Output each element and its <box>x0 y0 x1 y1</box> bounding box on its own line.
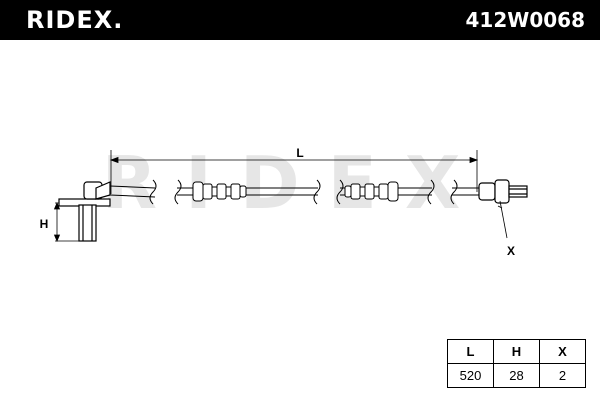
dimension-l <box>109 150 479 194</box>
part-number: 412W0068 <box>465 8 585 32</box>
spec-value-x: 2 <box>539 363 586 388</box>
cable-clip-2 <box>344 181 399 202</box>
sensor-head <box>58 181 111 242</box>
spec-table: L H X 520 28 2 <box>447 339 586 388</box>
connector <box>478 179 528 204</box>
spec-header-h: H <box>493 339 540 364</box>
spec-value-l: 520 <box>447 363 494 388</box>
header-bar: RIDEX. 412W0068 <box>0 0 600 40</box>
cable-break-marks <box>149 179 458 205</box>
spec-table-header-row: L H X <box>447 339 586 364</box>
callout-x-leader <box>497 200 508 239</box>
spec-table-value-row: 520 28 2 <box>447 363 586 388</box>
sensor-diagram: RIDEX L H <box>40 141 528 258</box>
spec-value-h: 28 <box>493 363 540 388</box>
spec-header-l: L <box>447 339 494 364</box>
callout-x-label: X <box>507 244 515 258</box>
dimension-l-label: L <box>296 146 303 160</box>
dimension-h-label: H <box>40 217 49 231</box>
watermark: RIDEX <box>102 141 489 225</box>
brand-logo: RIDEX. <box>26 6 124 34</box>
spec-header-x: X <box>539 339 586 364</box>
cable-clip-1 <box>192 181 247 202</box>
